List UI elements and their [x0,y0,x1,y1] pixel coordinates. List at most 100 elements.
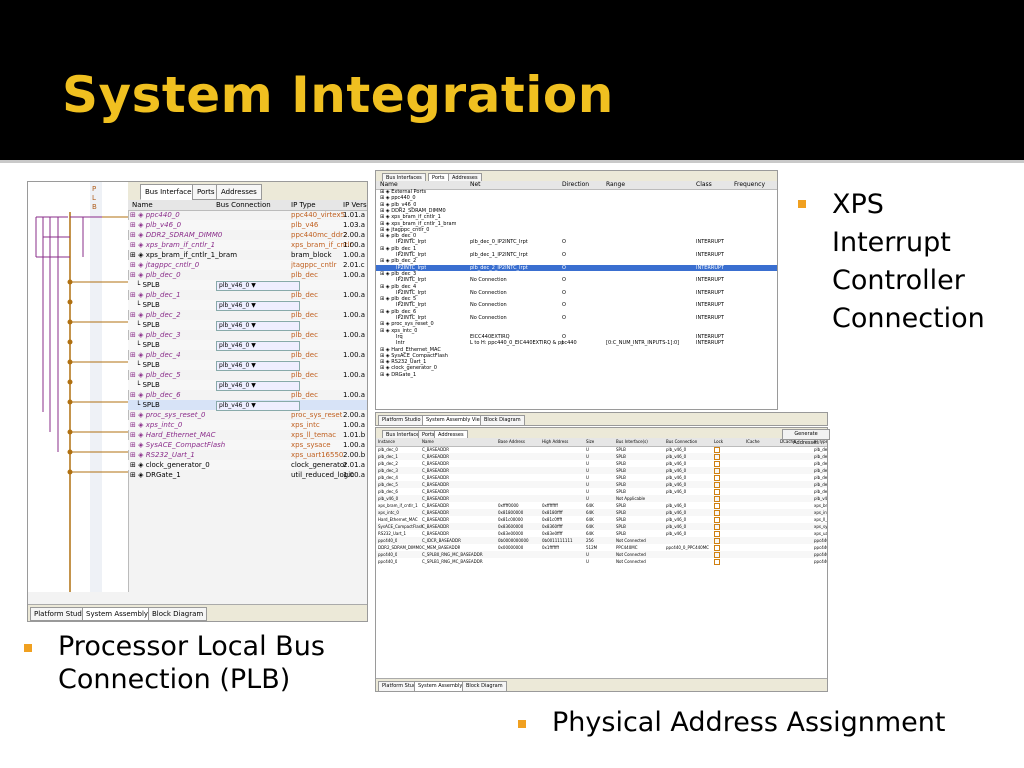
table-row[interactable]: ⊞ ◈ xps_intc_0 [376,328,777,334]
table-row[interactable]: ⊞ ◈ ppc440_0 [376,195,777,201]
tab-platform-studio[interactable]: Platform Studio [378,415,425,426]
table-row[interactable]: ⊞ ◈ xps_bram_if_cntlr_1_bram [376,221,777,227]
lock-checkbox[interactable] [714,447,720,453]
col-name[interactable]: Name [380,181,398,188]
table-row[interactable]: ⊞ ◈ External Ports [376,189,777,195]
col-lock[interactable]: Lock [714,439,724,444]
bus-connection-select[interactable]: plb_v46_0 ▼ [216,341,300,351]
col-instance[interactable]: Instance [378,439,396,444]
col-high-address[interactable]: High Address [542,439,569,444]
lock-checkbox[interactable] [714,503,720,509]
col-name[interactable]: Name [422,439,434,444]
bus-connection-select[interactable]: plb_v46_0 ▼ [216,301,300,311]
table-row[interactable]: ⊞ ◈ plb_dec_2 [376,258,777,264]
col-size[interactable]: Size [586,439,595,444]
table-row[interactable]: ⊞ ◈ plb_dec_5 [376,296,777,302]
lock-checkbox[interactable] [714,468,720,474]
tab-block-diagram[interactable]: Block Diagram [480,415,525,426]
bus-connection-select[interactable]: plb_v46_0 ▼ [216,401,300,411]
tab-bus-interfaces[interactable]: Bus Interfaces [140,184,201,200]
lock-checkbox[interactable] [714,454,720,460]
table-row[interactable]: ⊞ ◈ Hard_Ethernet_MAC [376,347,777,353]
col-dcache[interactable]: DCache [780,439,796,444]
col-direction[interactable]: Direction [562,181,590,188]
col-name[interactable]: Name [132,201,153,209]
bus-connection-select[interactable]: plb_v46_0 ▼ [216,361,300,371]
table-row[interactable]: ⊞ ◈ DDR2_SDRAM_DIMM0 [376,208,777,214]
col-base-address[interactable]: Base Address [498,439,525,444]
lock-checkbox[interactable] [714,461,720,467]
table-row[interactable]: ⊞ ◈ RS232_Uart_1 [376,359,777,365]
bus-connection-select[interactable]: plb_v46_0 ▼ [216,281,300,291]
tab-block-diagram[interactable]: Block Diagram [462,681,507,691]
col-icache[interactable]: ICache [746,439,760,444]
lock-checkbox[interactable] [714,545,720,551]
lock-checkbox[interactable] [714,531,720,537]
table-row[interactable]: ⊞ ◈ proc_sys_reset_0 [376,321,777,327]
col-bus-connection[interactable]: Bus Connection [216,201,271,209]
tab-system-assembly-view[interactable]: System Assembly View [422,415,488,426]
table-row[interactable]: ⊞ ◈ plb_dec_0 [376,233,777,239]
col-range[interactable]: Range [606,181,626,188]
lock-checkbox[interactable] [714,524,720,530]
lock-checkbox[interactable] [714,496,720,502]
col-frequency[interactable]: Frequency [734,181,765,188]
bus-connection-select[interactable]: plb_v46_0 ▼ [216,381,300,391]
col-ip-type[interactable]: IP Type [291,201,316,209]
tab-ports[interactable]: Ports [192,184,220,200]
lock-checkbox[interactable] [714,482,720,488]
table-row[interactable]: ⊞ ◈ plb_v46_0 [376,202,777,208]
table-row[interactable]: ⊞ ◈ jtagppc_cntlr_0 [376,227,777,233]
table-row[interactable]: ⊞ ◈ plb_dec_1 [376,246,777,252]
col-ip-version[interactable]: IP Version [343,201,368,209]
table-row[interactable]: ⊞ ◈ DRGate_1 [376,372,777,378]
table-row[interactable]: ⊞ ◈ plb_dec_3 [376,271,777,277]
tab-block-diagram[interactable]: Block Diagram [148,607,208,621]
table-row[interactable]: ⊞ ◈ clock_generator_0 [376,365,777,371]
lock-checkbox[interactable] [714,517,720,523]
col-bus-interfaces[interactable]: Bus Interface(s) [616,439,648,444]
table-row[interactable]: ⊞ ◈ xps_bram_if_cntlr_1 [376,214,777,220]
